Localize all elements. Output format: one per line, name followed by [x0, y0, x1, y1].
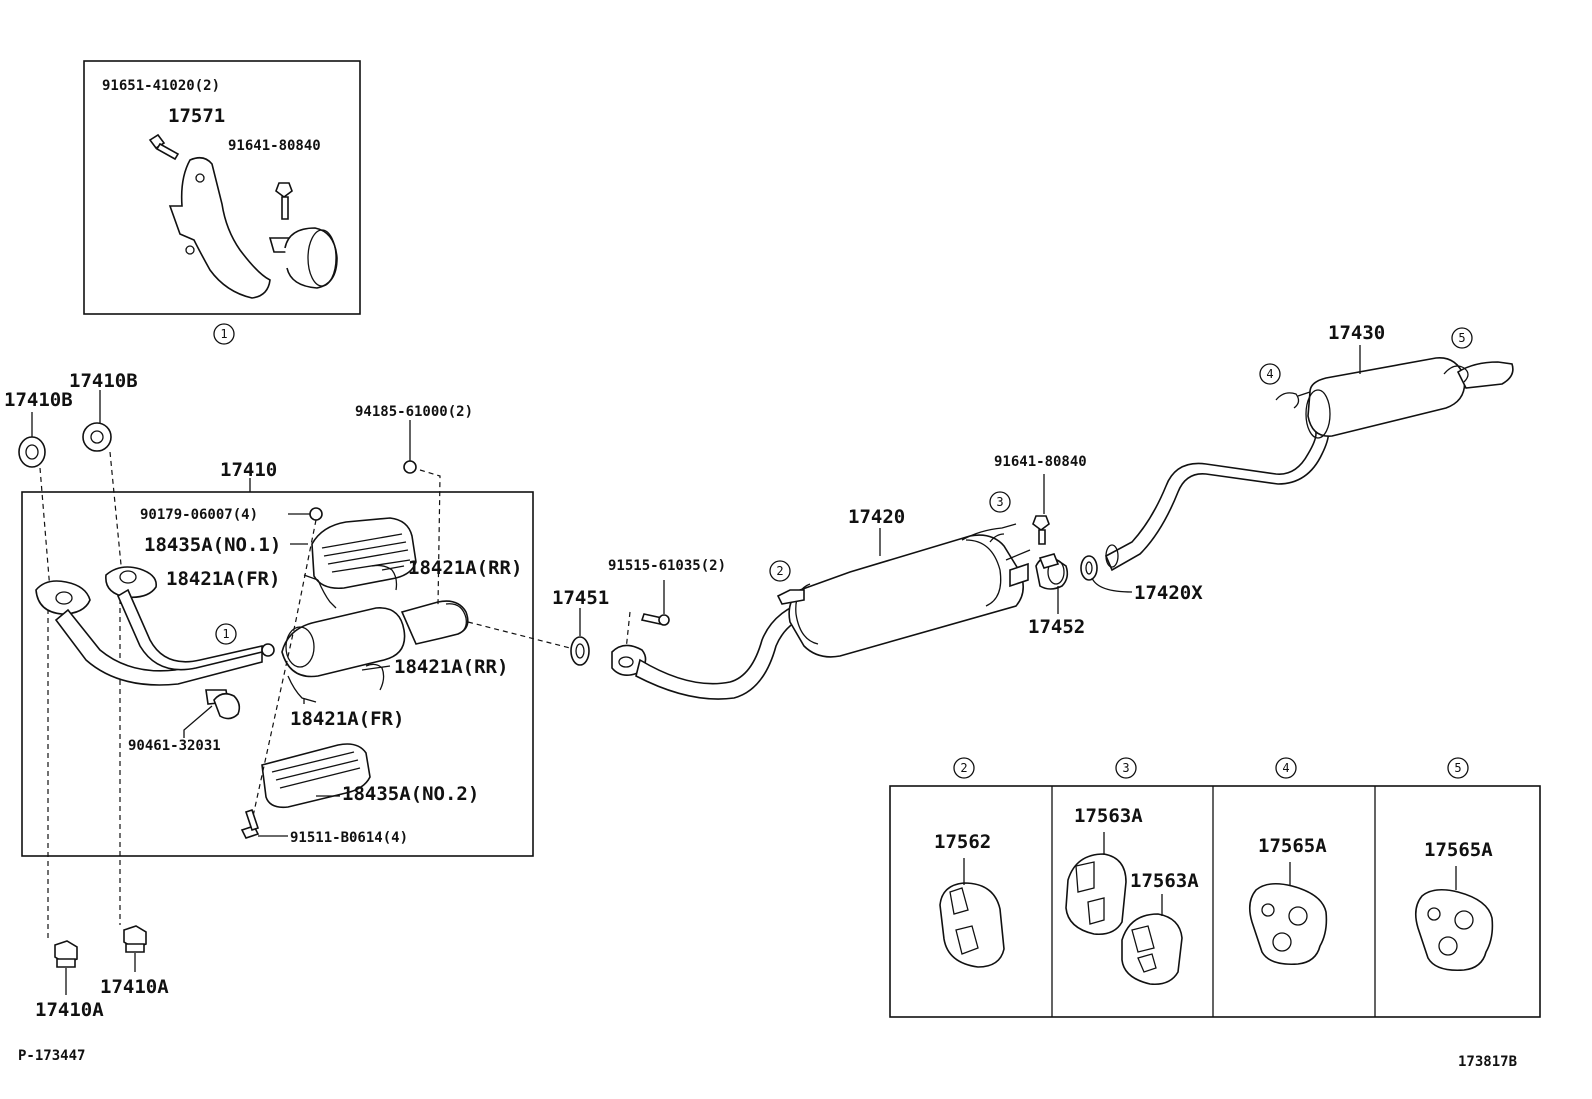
bolt-91641-lower [1032, 515, 1050, 545]
clamp-18421a-fr-lower [287, 675, 317, 703]
label-18421a-rr-upper: 18421A(RR) [408, 557, 522, 579]
label-17420: 17420 [848, 506, 905, 528]
svg-text:1: 1 [222, 627, 229, 641]
table-header-3: 3 [1115, 757, 1137, 779]
nut-17410a-right [123, 925, 147, 953]
label-17563a-lower: 17563A [1130, 870, 1199, 892]
nut-17410a-left [54, 940, 78, 968]
nut-90179 [309, 507, 323, 521]
callout-1-inset: 1 [213, 323, 235, 345]
label-17452: 17452 [1028, 616, 1085, 638]
label-91511-b0614: 91511-B0614(4) [290, 830, 408, 846]
bolt-91515 [640, 613, 670, 626]
nut-94185 [403, 460, 417, 474]
hanger-17563a-upper [1065, 853, 1127, 936]
gasket-17410b-left [18, 436, 46, 468]
label-90461-32031: 90461-32031 [128, 738, 221, 754]
label-17451: 17451 [552, 587, 609, 609]
callout-3: 3 [989, 491, 1011, 513]
label-17410b-left: 17410B [4, 389, 73, 411]
label-17562: 17562 [934, 831, 991, 853]
clamp-18421a-fr-upper [317, 579, 337, 609]
label-90179-06007: 90179-06007(4) [140, 507, 258, 523]
callout-2: 2 [769, 560, 791, 582]
footer-ref-right: 173817B [1458, 1054, 1517, 1070]
footer-ref-left: P-173447 [18, 1048, 85, 1064]
callout-5: 5 [1451, 327, 1473, 349]
svg-text:2: 2 [776, 564, 783, 578]
front-pipe-assembly-frame [21, 491, 534, 857]
clamp-17452 [1035, 553, 1069, 590]
label-17410b-right: 17410B [69, 370, 138, 392]
table-header-2: 2 [953, 757, 975, 779]
hanger-table-frame [889, 785, 1541, 1018]
label-18421a-fr-lower: 18421A(FR) [290, 708, 404, 730]
bracket-17571 [168, 156, 271, 299]
clamp-inset [268, 227, 338, 289]
svg-text:4: 4 [1282, 761, 1289, 775]
svg-text:5: 5 [1458, 331, 1465, 345]
label-17571: 17571 [168, 105, 225, 127]
svg-text:3: 3 [1122, 761, 1129, 775]
table-header-5: 5 [1447, 757, 1469, 779]
label-18435a-no2: 18435A(NO.2) [342, 783, 479, 805]
label-94185-61000: 94185-61000(2) [355, 404, 473, 420]
label-17410a-right: 17410A [100, 976, 169, 998]
bolt-91651 [148, 133, 180, 161]
hanger-17565a-table5 [1414, 888, 1494, 972]
gasket-17410b-right [82, 422, 112, 452]
callout-1-pipe: 1 [215, 623, 237, 645]
hanger-17562 [939, 882, 1005, 968]
front-exhaust-pipe-17410 [35, 566, 469, 686]
label-18421a-fr-upper: 18421A(FR) [166, 568, 280, 590]
table-header-4: 4 [1275, 757, 1297, 779]
label-91515-61035: 91515-61035(2) [608, 558, 726, 574]
bolt-91511 [240, 808, 260, 839]
label-17563a-upper: 17563A [1074, 805, 1143, 827]
gasket-17420x [1080, 555, 1098, 581]
bolt-91641-upper [275, 182, 293, 220]
clamp-18421a-rr-lower [365, 663, 385, 691]
heat-insulator-18435a-no2 [261, 743, 371, 809]
clamp-90461 [205, 689, 241, 720]
label-17410a-left: 17410A [35, 999, 104, 1021]
hanger-17565a-table4 [1248, 882, 1328, 966]
heat-insulator-18435a-no1 [311, 517, 417, 590]
label-91651-41020: 91651-41020(2) [102, 78, 220, 94]
label-17430: 17430 [1328, 322, 1385, 344]
tail-pipe-muffler-17430 [1104, 357, 1514, 572]
bracket-inset-frame [83, 60, 361, 315]
callout-4: 4 [1259, 363, 1281, 385]
label-17565a-table4: 17565A [1258, 835, 1327, 857]
svg-text:3: 3 [996, 495, 1003, 509]
svg-text:5: 5 [1454, 761, 1461, 775]
svg-text:1: 1 [220, 327, 227, 341]
label-17410: 17410 [220, 459, 277, 481]
label-91641-80840-upper: 91641-80840 [228, 138, 321, 154]
label-17565a-table5: 17565A [1424, 839, 1493, 861]
hanger-17563a-lower [1121, 913, 1183, 986]
label-17420x: 17420X [1134, 582, 1203, 604]
label-91641-80840-lower: 91641-80840 [994, 454, 1087, 470]
label-18435a-no1: 18435A(NO.1) [144, 534, 281, 556]
center-pipe-muffler-17420 [611, 523, 1031, 700]
gasket-17451 [570, 636, 590, 666]
svg-text:2: 2 [960, 761, 967, 775]
svg-text:4: 4 [1266, 367, 1273, 381]
clamp-18421a-rr-upper [371, 564, 398, 591]
label-18421a-rr-lower: 18421A(RR) [394, 656, 508, 678]
